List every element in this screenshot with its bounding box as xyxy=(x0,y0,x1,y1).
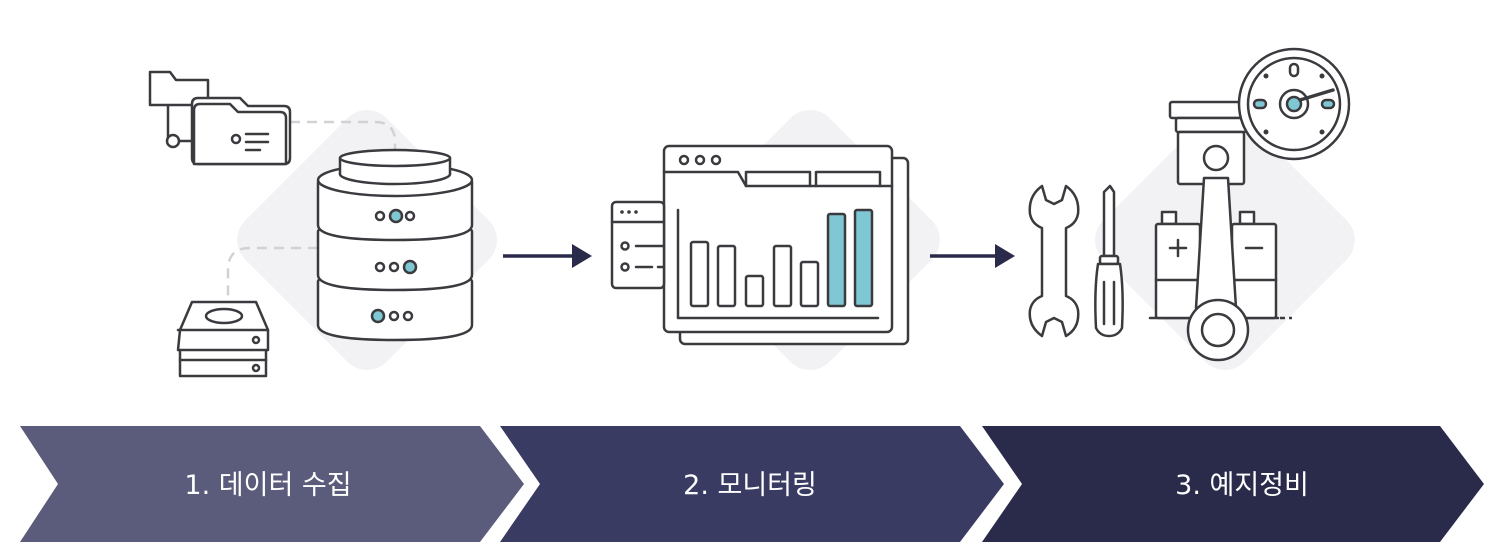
step-3-label: 3. 예지정비 xyxy=(1175,470,1309,501)
step-3: 3. 예지정비 xyxy=(982,426,1484,542)
wrench-icon xyxy=(1028,184,1080,338)
step-2: 2. 모니터링 xyxy=(500,426,1004,542)
step-1: 1. 데이터 수집 xyxy=(20,426,524,542)
highlight-bar-2 xyxy=(853,208,874,308)
server-status-led-3 xyxy=(370,308,386,324)
monitoring-illustration xyxy=(610,144,910,346)
screwdriver-icon xyxy=(1094,184,1124,338)
process-steps: 1. 데이터 수집 2. 모니터링 3. 예지정비 xyxy=(20,426,1484,542)
folder-icon xyxy=(148,70,292,166)
step-1-label: 1. 데이터 수집 xyxy=(184,470,351,501)
battery-icon xyxy=(1154,210,1278,320)
chart-axis xyxy=(676,208,880,320)
connector-line-folder xyxy=(290,120,397,160)
bar-chart-icon xyxy=(689,208,874,308)
server-status-led-1 xyxy=(388,208,404,224)
hard-drive-icon xyxy=(176,300,270,378)
step-2-label: 2. 모니터링 xyxy=(683,470,817,501)
flow-arrow-1 xyxy=(503,244,592,268)
data-collection-illustration xyxy=(148,70,474,378)
highlight-bar-1 xyxy=(826,212,847,308)
piston-icon xyxy=(1168,100,1252,362)
server-status-led-2 xyxy=(402,259,418,275)
flow-arrow-2 xyxy=(930,244,1015,268)
database-server-icon xyxy=(316,148,474,342)
maintenance-illustration xyxy=(1028,47,1351,362)
connector-line-drive xyxy=(226,246,318,298)
gauge-icon xyxy=(1237,47,1351,161)
